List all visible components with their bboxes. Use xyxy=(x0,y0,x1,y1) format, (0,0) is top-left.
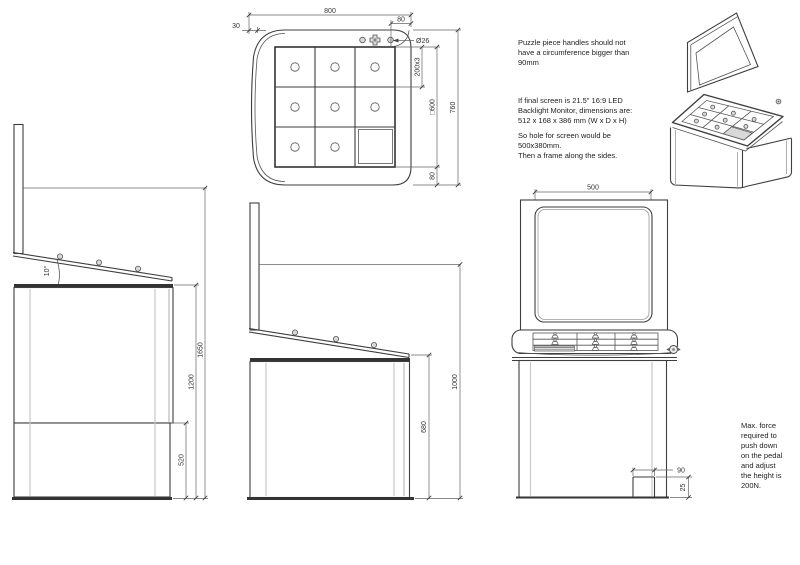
tabletop-edge xyxy=(14,284,173,288)
note-screen-hole: So hole for screen would be 500x380mm. T… xyxy=(518,131,617,161)
note-line: Backlight Monitor, dimensions are: xyxy=(518,106,633,115)
body-lowered xyxy=(249,360,411,499)
iso-screen xyxy=(695,26,752,86)
iso-base xyxy=(669,127,793,189)
note-line: and adjust xyxy=(741,461,776,470)
iso-screen-lid xyxy=(686,12,759,93)
note-line: So hole for screen would be xyxy=(518,131,611,140)
side-view-raised: 10° 1650 1200 520 xyxy=(12,123,208,501)
dim-raised-body-height: 1200 xyxy=(189,374,196,390)
note-line: have a circumference bigger than xyxy=(518,48,630,57)
dim-lowered-total-height: 1000 xyxy=(452,374,459,390)
top-view: 800 80 30 Ø26 200x3 □600 760 80 xyxy=(232,8,461,188)
dim-top-pitch: 200x3 xyxy=(415,57,422,76)
pedal xyxy=(632,476,656,498)
dim-top-margin: 80 xyxy=(430,172,437,180)
note-puzzle-handles: Puzzle piece handles should not have a c… xyxy=(518,38,629,68)
screen-front xyxy=(534,206,653,323)
dim-top-hole-diameter: Ø26 xyxy=(416,38,429,45)
isometric-view xyxy=(669,12,793,189)
dim-screen-width: 500 xyxy=(587,185,599,192)
slope-handles-lowered xyxy=(291,329,377,348)
note-pedal-force: Max. force required to push down on the … xyxy=(741,421,782,491)
note-line: If final screen is 21.5" 16:9 LED xyxy=(518,96,623,105)
dim-lowered-body-height: 680 xyxy=(421,421,428,433)
dim-top-edge: 30 xyxy=(232,23,240,30)
dim-raised-total-height: 1650 xyxy=(198,342,205,358)
raised-screen-panel xyxy=(13,123,24,255)
slope-handles xyxy=(57,253,141,272)
height-adjust-knob xyxy=(666,345,681,354)
note-line: on the pedal xyxy=(741,451,783,460)
lowered-screen-panel xyxy=(249,202,260,331)
cross-handle xyxy=(359,34,394,46)
dim-top-offset: 80 xyxy=(397,17,405,24)
iso-empty-slot xyxy=(722,126,753,141)
dim-raised-base-height: 520 xyxy=(179,454,186,466)
note-line: required to xyxy=(741,431,777,440)
ground-line-lowered xyxy=(247,497,414,500)
lower-base xyxy=(13,422,171,498)
dim-top-depth: 760 xyxy=(450,102,457,114)
note-line: the height is xyxy=(741,471,782,480)
dim-top-width: 800 xyxy=(324,8,336,15)
note-line: Puzzle piece handles should not xyxy=(518,38,626,47)
note-screen-size: If final screen is 21.5" 16:9 LED Backli… xyxy=(518,96,632,126)
front-body xyxy=(518,359,668,499)
screen-housing xyxy=(519,199,669,331)
dim-pedal-width: 90 xyxy=(677,468,685,475)
side-view-lowered: 1000 680 xyxy=(247,202,463,501)
empty-piece-slot xyxy=(358,129,393,164)
note-line: Max. force xyxy=(741,421,777,430)
tabletop-edge-lowered xyxy=(250,358,410,362)
note-line: 500x380mm. xyxy=(518,141,562,150)
dim-top-square: □600 xyxy=(430,99,437,115)
puzzle-handle-holes xyxy=(290,62,380,152)
ground-line xyxy=(12,497,172,500)
dim-pedal-height: 25 xyxy=(680,484,687,492)
iso-tabletop xyxy=(671,93,784,147)
iso-piece-handles xyxy=(694,104,757,130)
puzzle-grid xyxy=(274,46,396,168)
note-line: Then a frame along the sides. xyxy=(518,151,618,160)
screen-slot-hatch xyxy=(534,345,575,352)
upper-body xyxy=(13,286,174,424)
note-line: 200N. xyxy=(741,481,762,490)
note-line: 90mm xyxy=(518,58,539,67)
front-view: 90 25 500 xyxy=(511,185,692,501)
note-line: push down xyxy=(741,441,778,450)
note-line: 512 x 168 x 386 mm (W x D x H) xyxy=(518,116,627,125)
dim-slope-angle: 10° xyxy=(43,266,51,277)
